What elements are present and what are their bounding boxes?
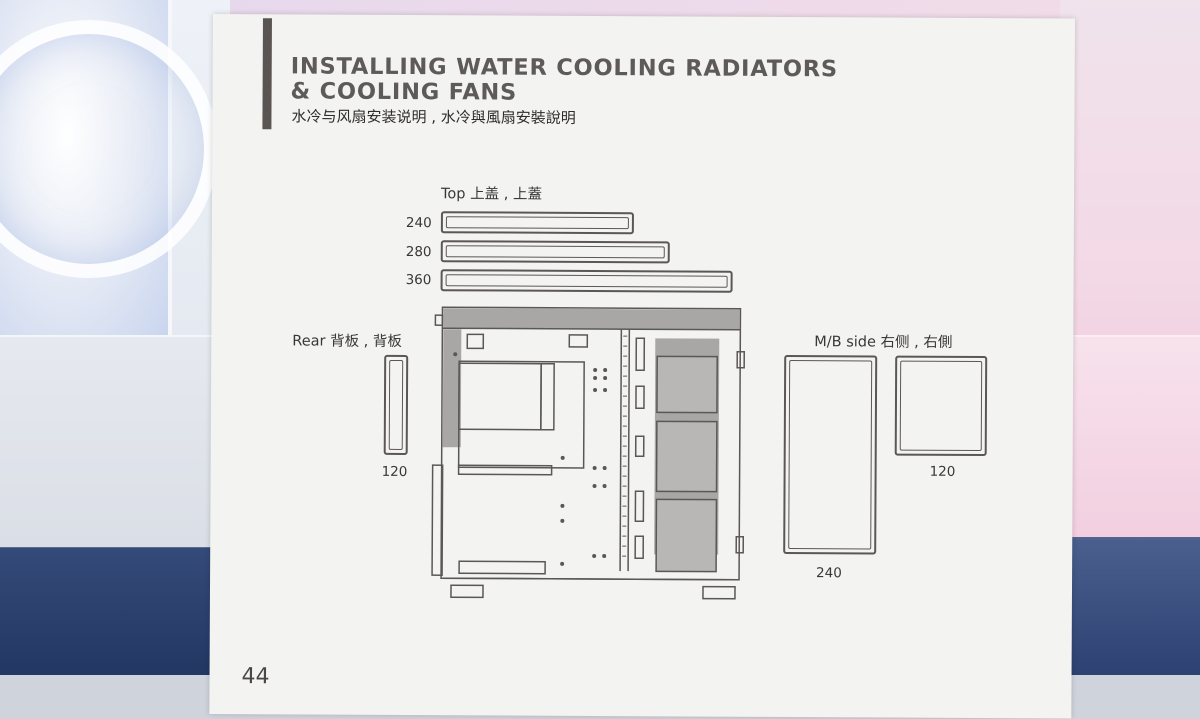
case-diagram [209,14,1075,719]
top-mount-zone [443,308,739,330]
background-case-box [0,335,218,547]
background-glass-panel [0,0,172,335]
manual-page: INSTALLING WATER COOLING RADIATORS & COO… [209,14,1075,719]
background-table [0,548,230,675]
background-right-box [1072,335,1200,537]
page-number: 44 [241,664,269,689]
